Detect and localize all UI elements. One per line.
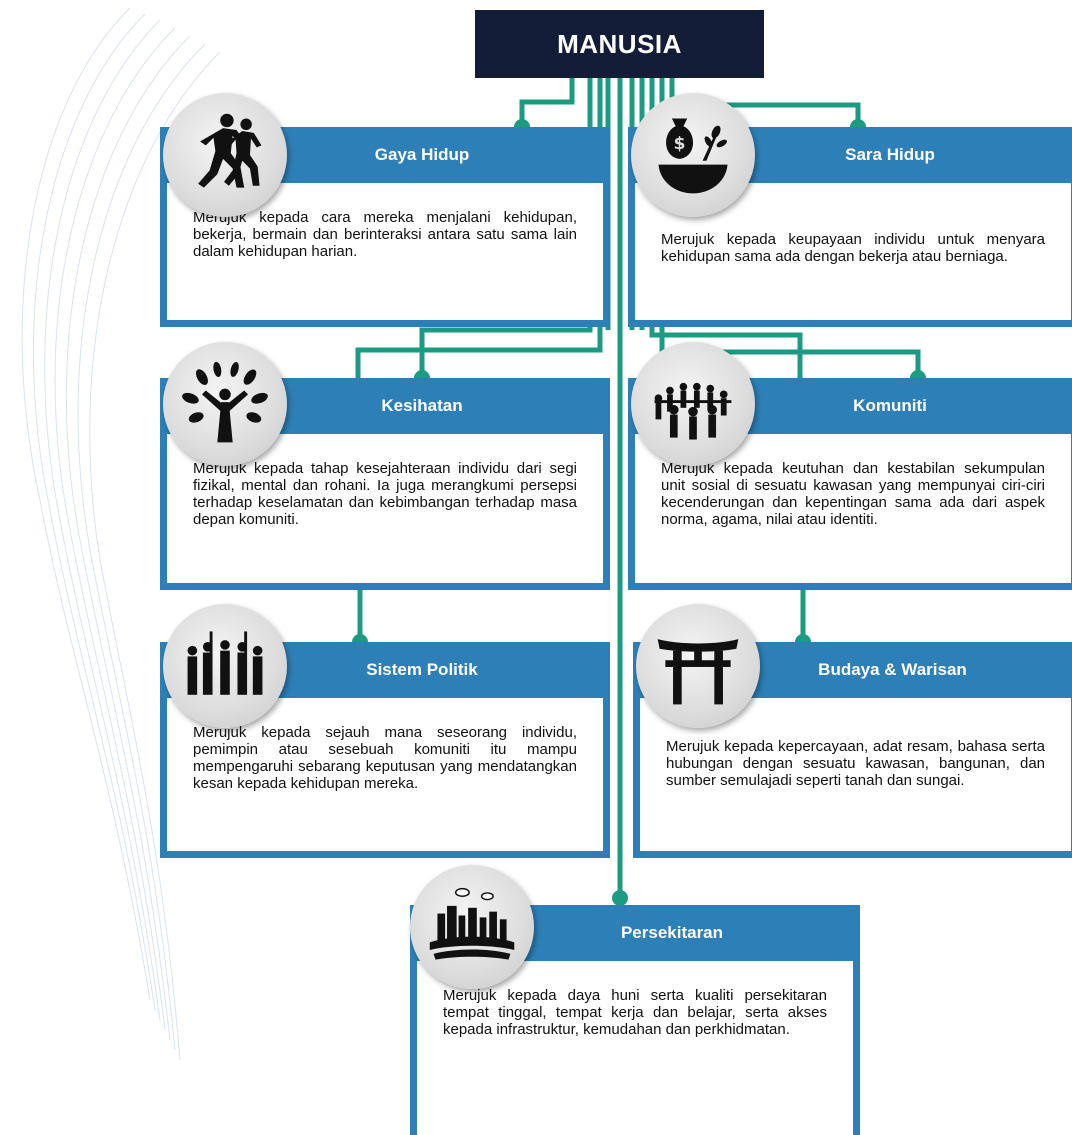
card-text: Merujuk kepada daya huni serta kualiti p… xyxy=(443,987,827,1038)
money-bag-bowl-icon: $ xyxy=(631,93,755,217)
card-title: Budaya & Warisan xyxy=(818,660,967,679)
card-description: Merujuk kepada daya huni serta kualiti p… xyxy=(417,961,853,1135)
card-text: Merujuk kepada kepercayaan, adat resam, … xyxy=(666,738,1045,789)
card-persekitaran: Persekitaran Merujuk kepada daya huni se… xyxy=(410,905,860,1135)
crowd-icon xyxy=(163,604,287,728)
card-title: Kesihatan xyxy=(381,396,463,415)
card-title: Sara Hidup xyxy=(845,145,935,164)
card-text: Merujuk kepada cara mereka menjalani keh… xyxy=(193,209,577,260)
card-title: Gaya Hidup xyxy=(374,145,470,164)
card-text: Merujuk kepada tahap kesejahteraan indiv… xyxy=(193,460,577,528)
svg-text:$: $ xyxy=(674,134,686,154)
people-circle-icon xyxy=(631,342,755,466)
card-text: Merujuk kepada keupayaan individu untuk … xyxy=(661,231,1045,265)
card-text: Merujuk kepada sejauh mana seseorang ind… xyxy=(193,724,577,792)
connector-gaya-hidup xyxy=(519,78,575,127)
card-description: Merujuk kepada cara mereka menjalani keh… xyxy=(167,183,603,320)
card-text: Merujuk kepada keutuhan dan kestabilan s… xyxy=(661,460,1045,528)
card-title: Persekitaran xyxy=(620,923,724,942)
city-landscape-icon xyxy=(410,865,534,989)
connector-sara-hidup xyxy=(669,78,861,127)
tree-person-icon xyxy=(163,342,287,466)
torii-gate-icon xyxy=(636,604,760,728)
root-title: MANUSIA xyxy=(557,28,682,59)
running-people-icon xyxy=(163,93,287,217)
card-title: Sistem Politik xyxy=(366,660,478,679)
connector-dot xyxy=(612,890,628,906)
card-title: Komuniti xyxy=(853,396,927,415)
root-node-manusia: MANUSIA xyxy=(475,10,764,78)
card-gaya-hidup: Gaya Hidup Merujuk kepada cara mereka me… xyxy=(160,127,610,327)
